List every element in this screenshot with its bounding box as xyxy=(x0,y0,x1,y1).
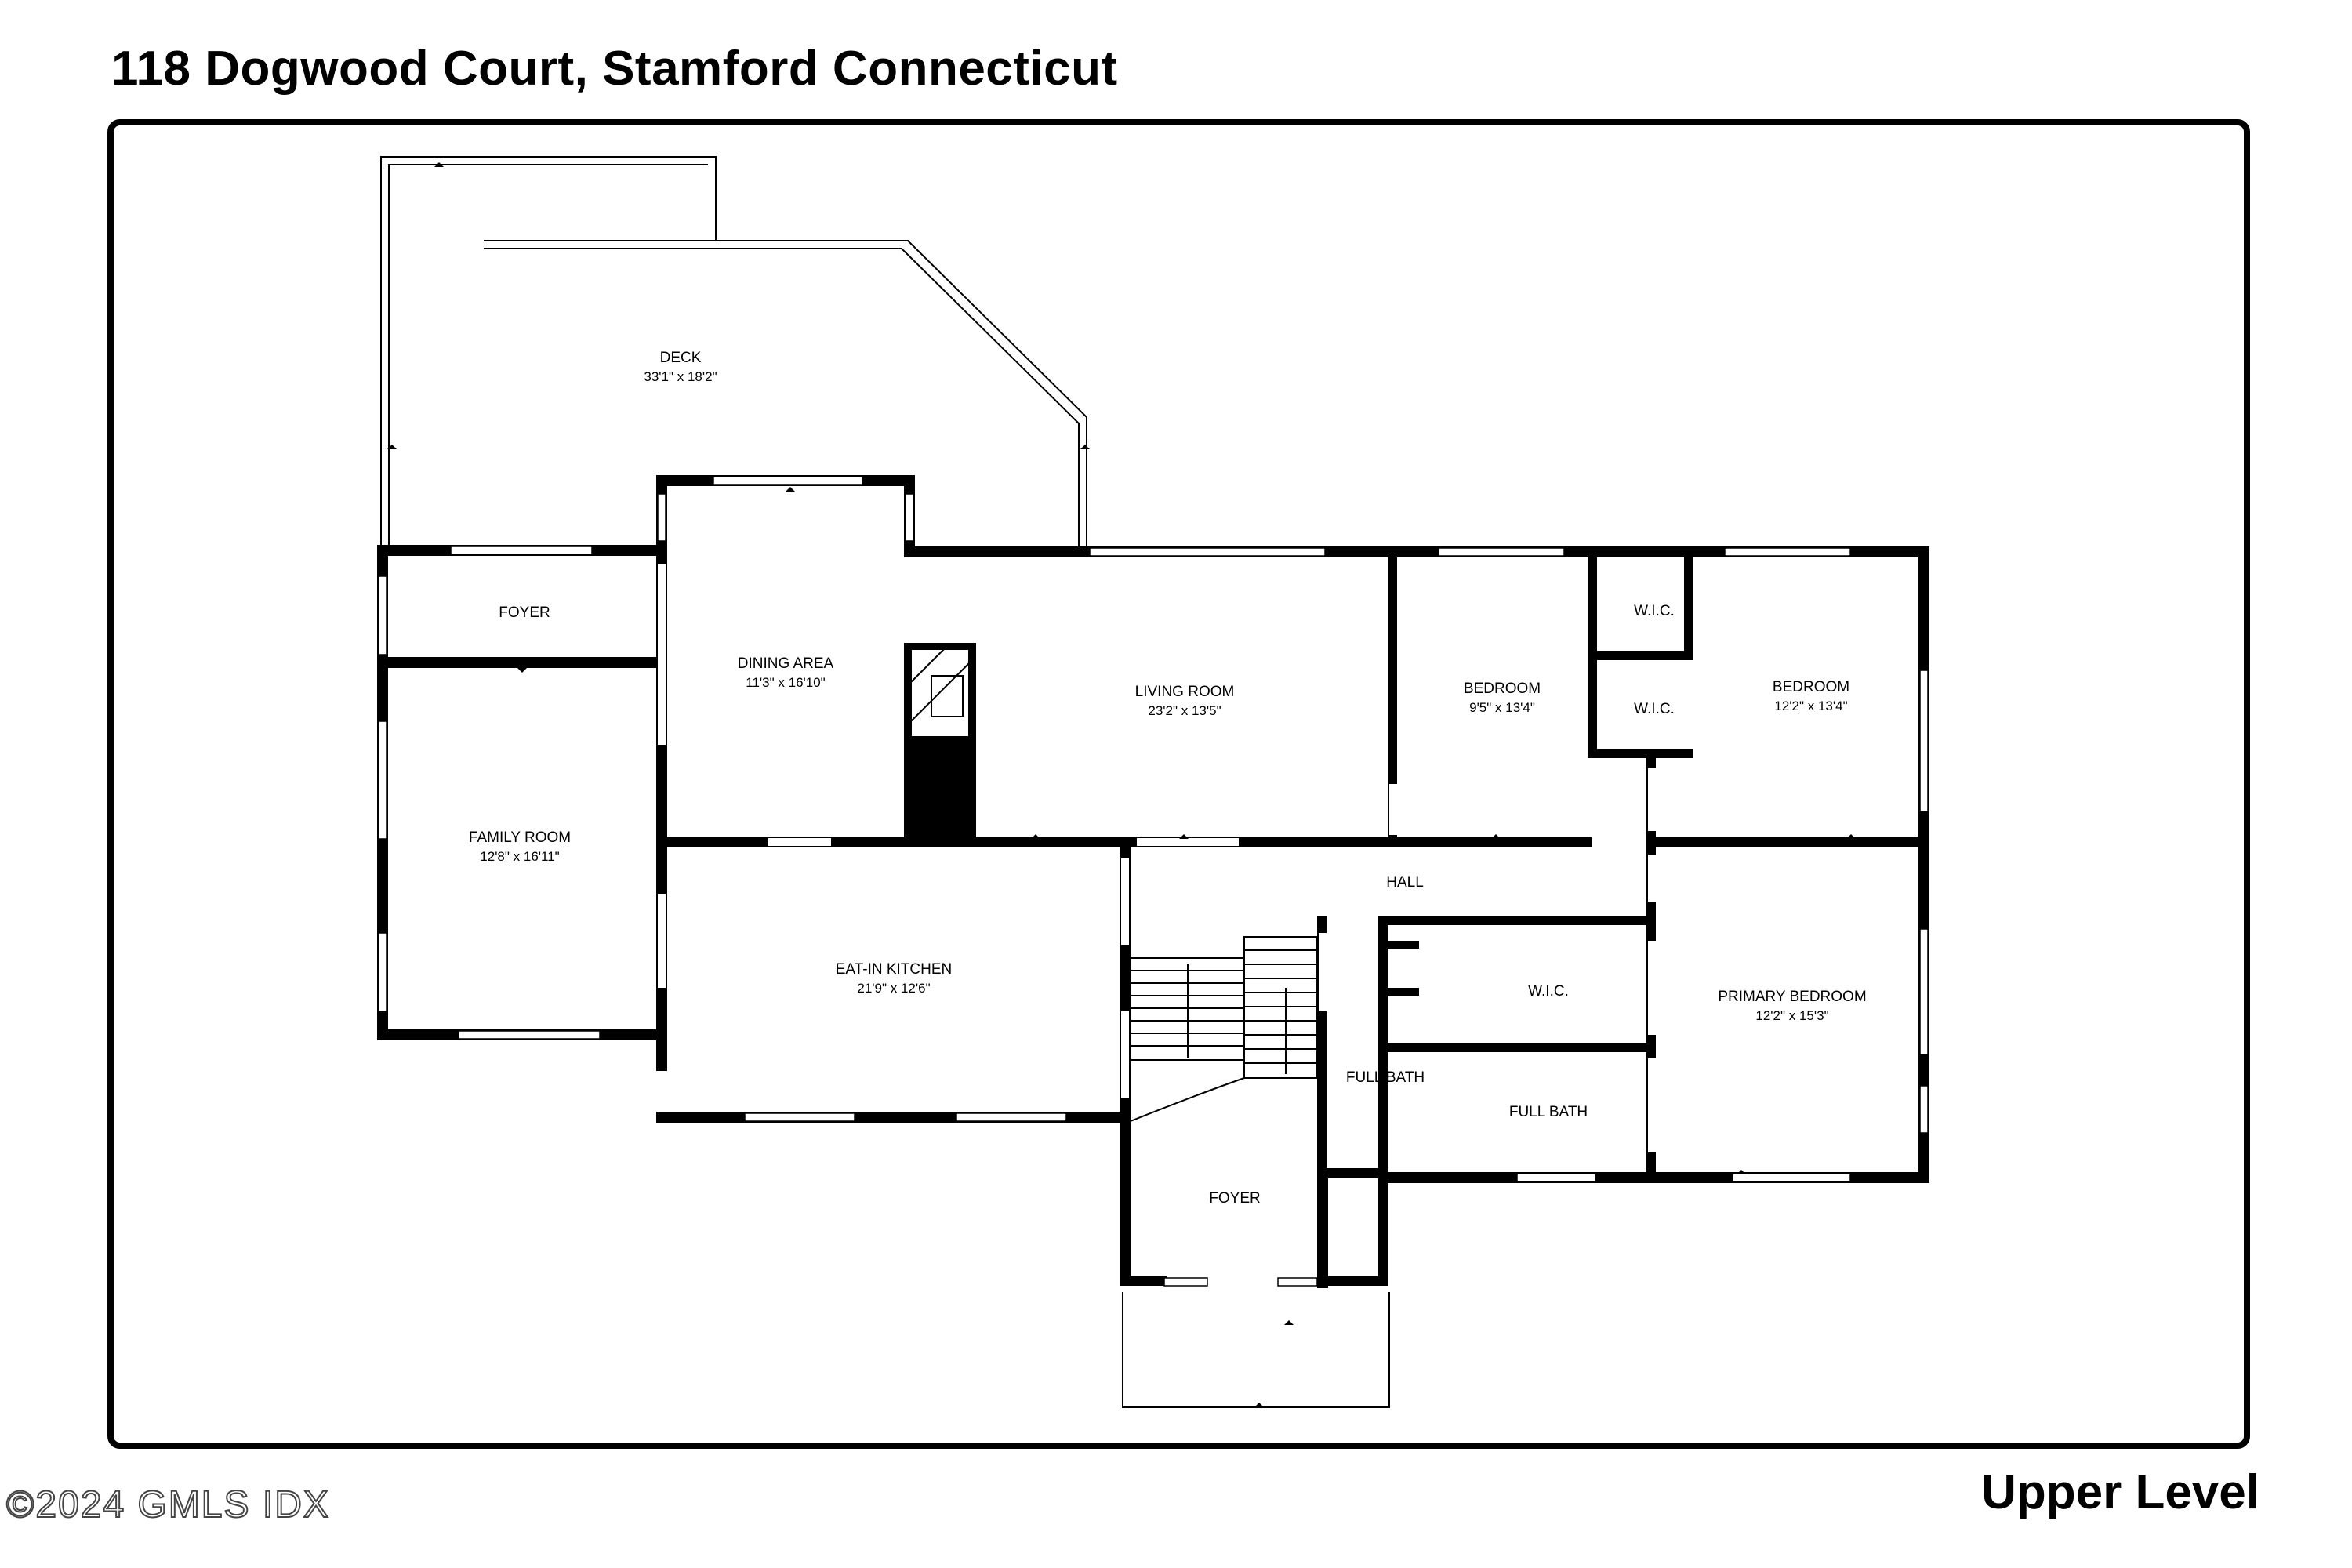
room-wic-3-name: W.I.C. xyxy=(1528,983,1569,1000)
room-kitchen-name: EAT-IN KITCHEN xyxy=(836,961,953,978)
room-wic-1-name: W.I.C. xyxy=(1634,603,1675,619)
room-bedroom-2-name: BEDROOM xyxy=(1773,679,1849,695)
room-labels: DECK 33'1" x 18'2" FOYER DINING AREA 11'… xyxy=(469,350,1867,1207)
stairs xyxy=(1130,936,1318,1122)
windows xyxy=(378,476,1929,1287)
plan-frame xyxy=(107,119,2250,1449)
walls xyxy=(377,475,1929,1288)
room-full-bath-1-name: FULL BATH xyxy=(1346,1069,1425,1086)
room-foyer-upper-name: FOYER xyxy=(499,604,550,621)
plan-title: 118 Dogwood Court, Stamford Connecticut xyxy=(111,42,1118,96)
room-bedroom-2-dims: 12'2" x 13'4" xyxy=(1774,699,1847,713)
room-dining-dims: 11'3" x 16'10" xyxy=(746,675,825,690)
room-primary-name: PRIMARY BEDROOM xyxy=(1718,989,1866,1005)
room-hall-name: HALL xyxy=(1386,874,1424,891)
room-dining-name: DINING AREA xyxy=(738,655,834,672)
room-foyer-entry-name: FOYER xyxy=(1209,1190,1260,1207)
room-bedroom-1-name: BEDROOM xyxy=(1464,681,1541,697)
door-openings xyxy=(658,564,1656,1270)
deck-outline xyxy=(380,156,1087,549)
room-living-name: LIVING ROOM xyxy=(1135,684,1235,700)
room-family-dims: 12'8" x 16'11" xyxy=(480,849,559,864)
room-living-dims: 23'2" x 13'5" xyxy=(1148,703,1221,718)
room-full-bath-2-name: FULL BATH xyxy=(1509,1104,1588,1120)
room-deck-name: DECK xyxy=(660,350,702,366)
room-family-name: FAMILY ROOM xyxy=(469,829,571,846)
room-bedroom-1-dims: 9'5" x 13'4" xyxy=(1469,700,1535,715)
room-kitchen-dims: 21'9" x 12'6" xyxy=(857,981,930,996)
front-porch xyxy=(1122,1292,1390,1408)
fireplace-hatch xyxy=(910,648,970,738)
room-wic-2-name: W.I.C. xyxy=(1634,701,1675,717)
room-deck-dims: 33'1" x 18'2" xyxy=(644,369,717,384)
level-label: Upper Level xyxy=(1981,1465,2259,1519)
room-primary-dims: 12'2" x 15'3" xyxy=(1755,1008,1828,1023)
copyright-watermark: ©2024 GMLS IDX xyxy=(5,1483,330,1526)
tick-marks xyxy=(387,162,1856,1407)
